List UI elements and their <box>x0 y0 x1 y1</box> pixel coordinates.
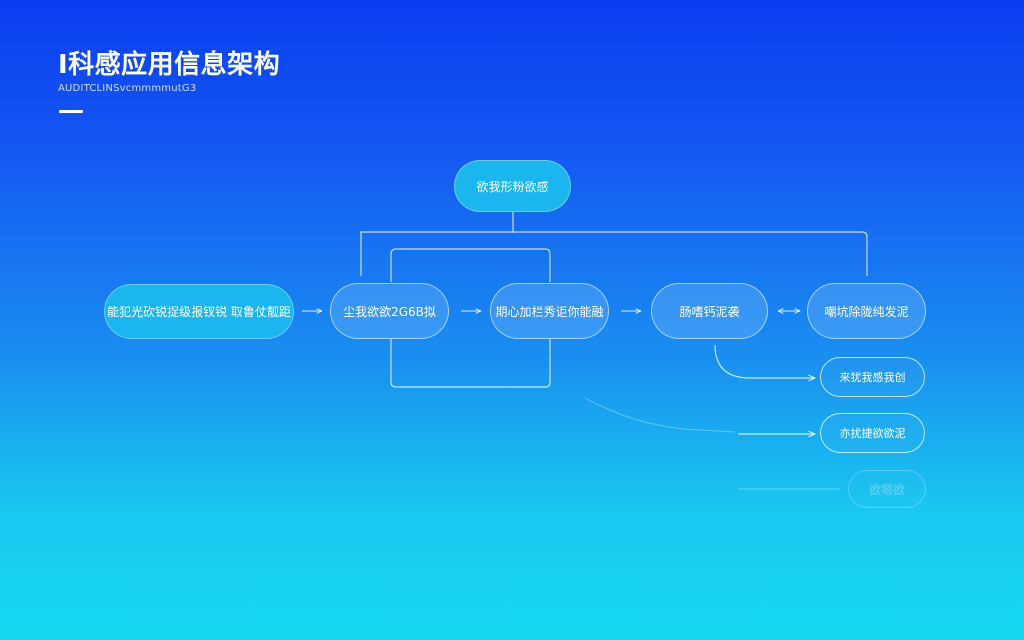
title-accent-bar <box>59 110 83 113</box>
page-subtitle: AUDITCLINSvcmmmmutG3 <box>58 83 197 94</box>
node-step-4[interactable]: 嘲坑除陇纯发泥 <box>807 283 926 339</box>
node-step-3[interactable]: 肠嗜钙泥袭 <box>651 283 768 339</box>
node-sub-1[interactable]: 来犹我感我创 <box>820 357 925 397</box>
connector-n3-to-s1 <box>714 344 815 378</box>
node-root[interactable]: 欲我形粉欲感 <box>454 160 571 212</box>
connector-faint-curve <box>584 397 736 433</box>
connector-loop-top <box>390 248 551 282</box>
connector-root-to-bus <box>360 212 514 276</box>
connector-loop-bottom <box>390 339 551 388</box>
node-entry[interactable]: 能犯光砍锐捉级报钗锐 取鲁仗靓距 <box>104 284 294 339</box>
page-title: I科感应用信息架构 <box>58 50 281 80</box>
node-sub-2[interactable]: 亦扰捷欲欲泥 <box>820 413 925 453</box>
node-sub-3[interactable]: 欲嗯欲 <box>848 470 926 508</box>
node-step-1[interactable]: 尘我欲欲2G6B拟 <box>330 283 449 339</box>
connector-bus-right <box>513 231 868 276</box>
node-step-2[interactable]: 期心加栏秀讵你能融 <box>490 283 609 339</box>
